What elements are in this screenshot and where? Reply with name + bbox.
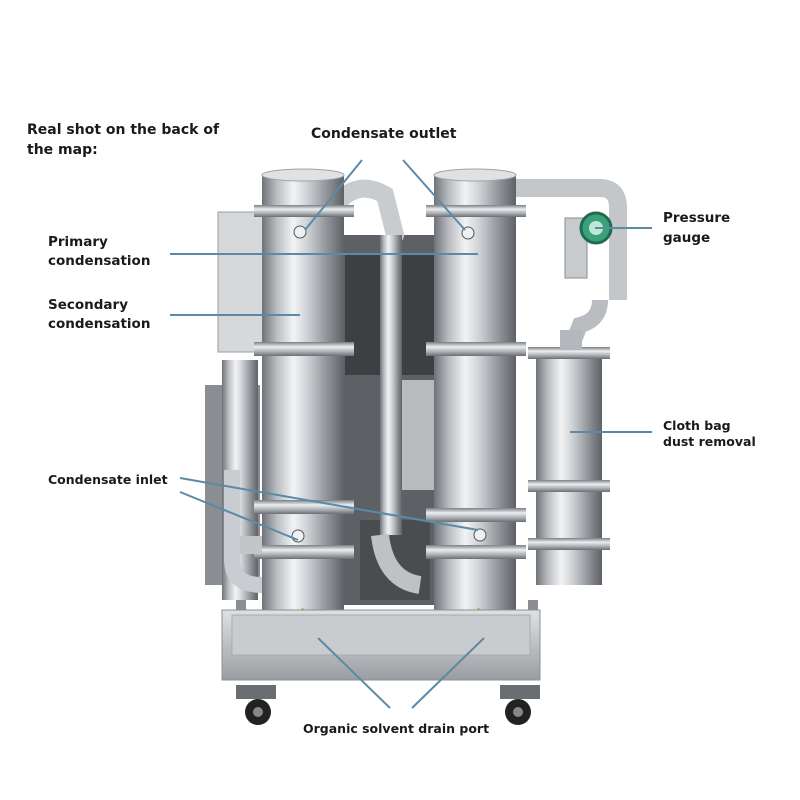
pressure-gauge (564, 211, 613, 279)
leader-lines (170, 159, 652, 709)
label-pressure-line2: gauge (663, 230, 711, 246)
cloth-bag-cylinder (528, 330, 610, 585)
label-primary-line1: Primary (48, 234, 108, 250)
label-secondary-line1: Secondary (48, 297, 128, 313)
intro-caption-line1: Real shot on the back of (27, 122, 220, 138)
base-tray (221, 609, 541, 681)
inlet-pipe (224, 470, 263, 593)
leader-inlet-1 (179, 477, 479, 531)
leader-outlet-right (402, 159, 466, 231)
primary-column (254, 168, 354, 637)
label-cloth-line2: dust removal (663, 434, 756, 449)
label-condensate-outlet: Condensate outlet (311, 126, 457, 142)
caster-wheels (236, 685, 540, 725)
leader-inlet-2 (179, 491, 299, 541)
label-primary-line2: condensation (48, 253, 151, 269)
intro-caption-line2: the map: (27, 142, 98, 158)
leader-outlet-left (304, 159, 363, 231)
condensate-outlet-pipe (331, 179, 422, 594)
leader-drain-right (411, 637, 485, 709)
label-secondary-line2: condensation (48, 316, 151, 332)
secondary-column (426, 168, 526, 637)
leader-drain-left (317, 637, 391, 709)
label-cloth-line1: Cloth bag (663, 418, 731, 433)
gauge-pipe (495, 179, 627, 348)
label-condensate-inlet: Condensate inlet (48, 472, 168, 487)
label-drain-port: Organic solvent drain port (303, 721, 490, 736)
label-pressure-line1: Pressure (663, 210, 731, 226)
